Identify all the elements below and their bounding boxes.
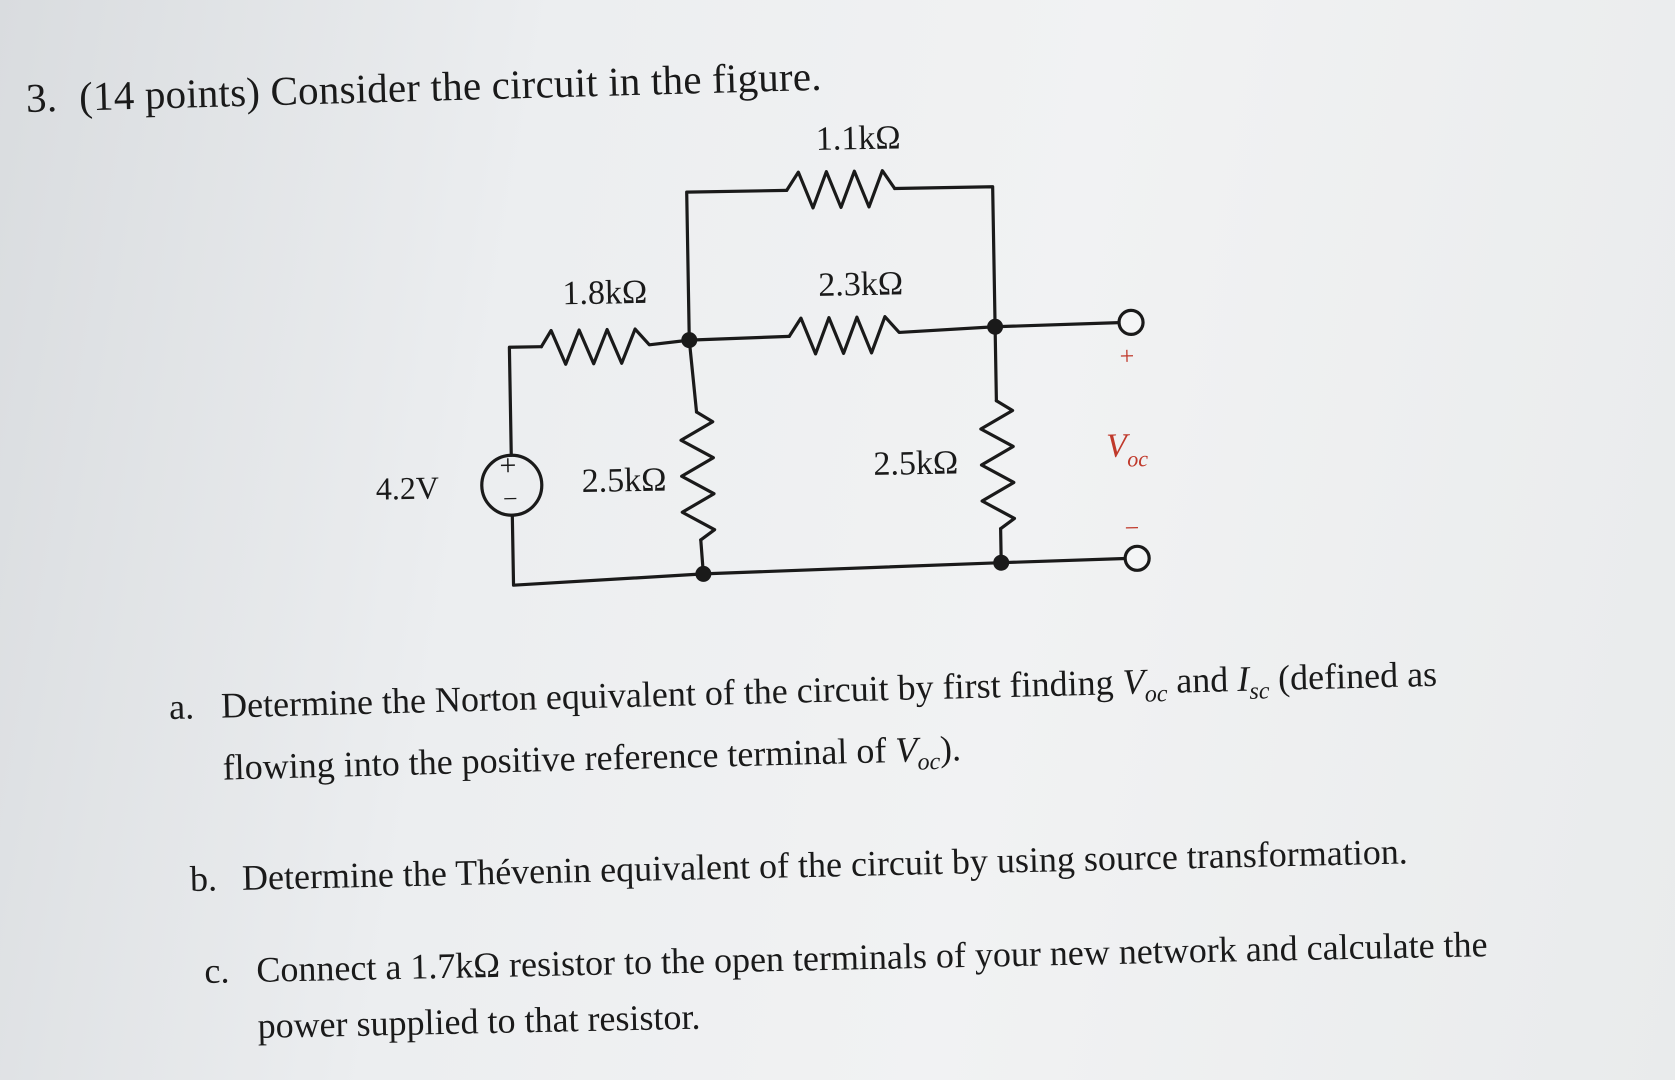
part-a-letter: a. bbox=[168, 686, 195, 728]
part-a-isc-sub: sc bbox=[1249, 678, 1270, 705]
node-c bbox=[695, 565, 712, 582]
source-minus-sign: − bbox=[503, 484, 518, 513]
resistor-left-series bbox=[539, 327, 691, 366]
resistor-shunt-right bbox=[979, 399, 1017, 531]
label-r-top: 1.1kΩ bbox=[815, 119, 900, 157]
terminal-plus-sign: + bbox=[1119, 341, 1134, 370]
terminal-minus-sign: − bbox=[1124, 513, 1139, 542]
part-b-letter: b. bbox=[189, 858, 218, 899]
part-a-line2: flowing into the positive reference term… bbox=[170, 715, 1439, 796]
node-d bbox=[993, 554, 1010, 571]
source-plus-sign: + bbox=[499, 449, 516, 482]
part-a-voc2-sub: oc bbox=[917, 749, 941, 776]
label-r-middle-series: 2.3kΩ bbox=[818, 265, 903, 303]
part-a: a. Determine the Norton equivalent of the… bbox=[169, 653, 1440, 797]
label-voc: Voc bbox=[1106, 427, 1149, 472]
wire-top-left bbox=[685, 188, 789, 342]
part-c-line1: Connect a 1.7kΩ resistor to the open ter… bbox=[255, 924, 1488, 990]
part-a-line2b: ). bbox=[939, 728, 962, 770]
node-b bbox=[987, 318, 1004, 335]
voltage-source bbox=[480, 453, 544, 517]
label-r-shunt-right: 2.5kΩ bbox=[873, 444, 958, 482]
part-b: b. Determine the Thévenin equivalent of t… bbox=[190, 830, 1409, 900]
part-a-and: and bbox=[1166, 659, 1238, 701]
problem-number: 3. bbox=[25, 74, 58, 121]
voc-subscript: oc bbox=[1127, 446, 1148, 471]
wire-source-up bbox=[507, 345, 543, 457]
part-a-text2: (defined as bbox=[1268, 653, 1438, 699]
part-b-text: Determine the Thévenin equivalent of the… bbox=[241, 831, 1409, 898]
wire-to-plus bbox=[993, 320, 1121, 329]
part-c-letter: c. bbox=[203, 950, 230, 992]
wire-source-down bbox=[510, 513, 1127, 587]
part-a-isc: I bbox=[1236, 658, 1250, 700]
resistor-top bbox=[785, 169, 897, 210]
terminal-plus-circle bbox=[1117, 308, 1145, 336]
resistor-middle-series bbox=[787, 315, 997, 356]
part-c: c. Connect a 1.7kΩ resistor to the open t… bbox=[204, 923, 1489, 1048]
problem-title: (14 points) Consider the circuit in the … bbox=[78, 52, 823, 120]
wire-top-right bbox=[893, 185, 997, 325]
wire-shunt-left-top bbox=[687, 338, 699, 414]
label-source: 4.2V bbox=[376, 469, 440, 506]
wire-shunt-right-top bbox=[993, 325, 998, 403]
part-a-text1: Determine the Norton equivalent of the c… bbox=[220, 662, 1124, 726]
label-r-shunt-left: 2.5kΩ bbox=[581, 462, 666, 500]
part-a-line2a: flowing into the positive reference term… bbox=[222, 730, 896, 788]
part-a-voc: V bbox=[1122, 661, 1146, 703]
wire-mid-a bbox=[687, 334, 791, 342]
label-r-left-series: 1.8kΩ bbox=[562, 274, 647, 312]
part-c-line2: power supplied to that resistor. bbox=[257, 996, 701, 1046]
part-a-voc-sub: oc bbox=[1144, 681, 1168, 708]
resistor-shunt-left bbox=[679, 410, 717, 542]
node-a bbox=[681, 332, 698, 349]
circuit-diagram: + − 4.2V 1.1kΩ 1.8kΩ 2.3kΩ 2.5kΩ 2.5kΩ +… bbox=[376, 119, 1151, 587]
part-a-voc2: V bbox=[894, 729, 918, 771]
terminal-minus-circle bbox=[1123, 544, 1151, 572]
